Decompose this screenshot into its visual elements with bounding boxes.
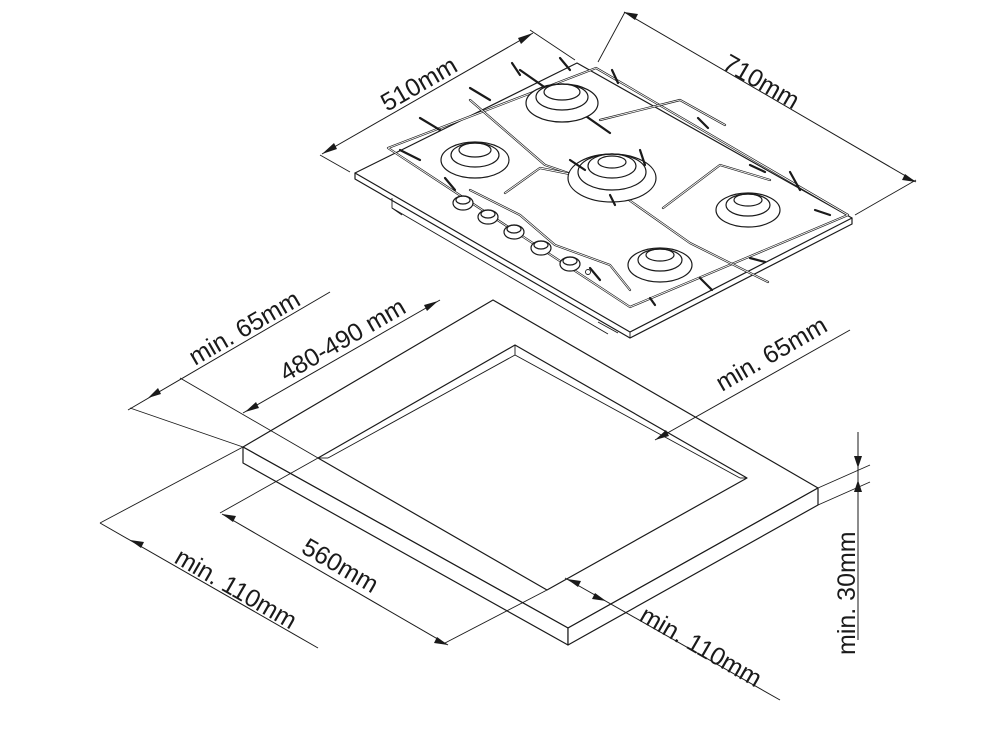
dimension-margin-back [127,291,331,459]
label-margin-front: min. 110mm [170,543,302,635]
burner-left [440,141,510,179]
dimension-hob-depth [319,29,576,173]
dimension-margin-right [654,329,851,441]
dimension-cutout-width [219,457,548,646]
knob-2 [477,209,499,225]
label-hob-width: 710mm [718,49,804,115]
gas-hob [354,56,853,339]
dimension-margin-front [99,446,319,649]
label-hob-depth: 510mm [376,51,462,117]
label-margin-front-right: min. 110mm [635,601,767,693]
dimension-margin-front-right [564,577,781,701]
burner-right [715,192,781,228]
knob-4 [530,240,552,256]
label-margin-right: min. 65mm [711,311,832,397]
dimension-cutout-depth [242,299,441,414]
dimension-hob-width [597,11,917,216]
knob-3 [503,224,525,240]
burner-rear [525,83,599,123]
dimension-worktop-thickness [817,432,871,640]
label-cutout-width: 560mm [297,533,383,599]
burner-wok-center [567,148,657,207]
knob-5 [559,256,581,272]
control-knobs [452,195,619,334]
worktop [242,299,819,646]
label-worktop-thickness: min. 30mm [833,531,861,655]
knob-1 [452,195,474,211]
burner-front [627,247,693,283]
